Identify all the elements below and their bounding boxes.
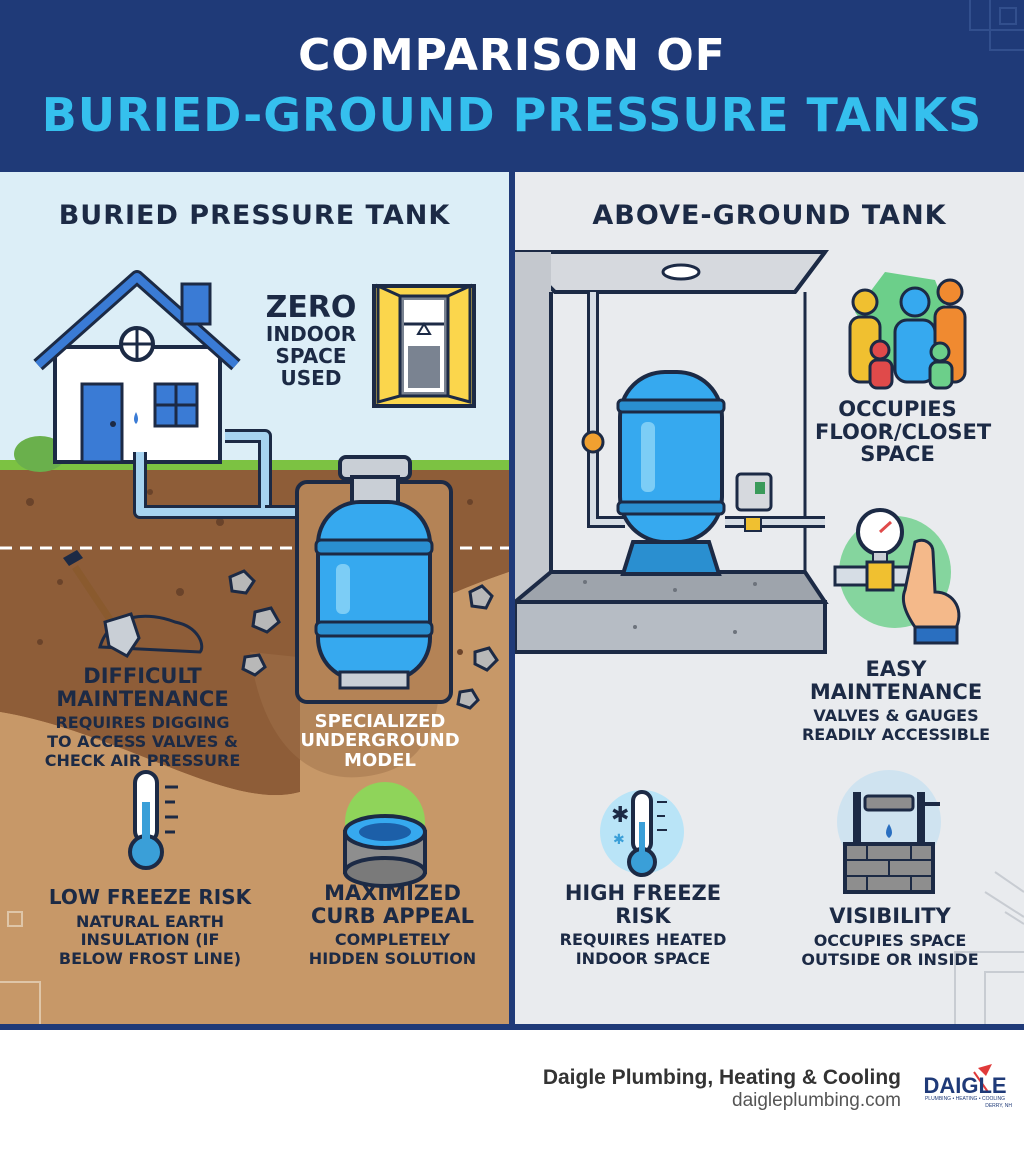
well-icon bbox=[837, 770, 941, 894]
thermometer-icon bbox=[128, 770, 178, 870]
above-ground-scene: ✱ ✱ bbox=[515, 250, 1024, 1025]
low-freeze-desc: BELOW FROST LINE) bbox=[58, 949, 242, 969]
header-banner bbox=[0, 0, 1024, 172]
zero-space-big: ZERO bbox=[265, 290, 357, 325]
specialized-line: MODEL bbox=[344, 749, 416, 771]
occupies-line: FLOOR/CLOSET bbox=[815, 419, 992, 444]
curb-title: MAXIMIZED bbox=[324, 881, 461, 905]
header-decor bbox=[969, 0, 1024, 51]
buried-tank-icon bbox=[314, 455, 434, 690]
high-freeze-label: HIGH FREEZE RISK REQUIRES HEATED INDOOR … bbox=[548, 882, 738, 969]
header-title-line1: COMPARISON OF bbox=[298, 30, 726, 81]
occupies-line: SPACE bbox=[860, 442, 935, 467]
easy-maintenance-label: EASY MAINTENANCE VALVES & GAUGES READILY… bbox=[790, 658, 1002, 745]
low-freeze-title: LOW FREEZE RISK bbox=[48, 885, 252, 909]
curb-cover-icon bbox=[343, 782, 427, 888]
high-freeze-title: RISK bbox=[615, 903, 671, 928]
zero-space-line: INDOOR bbox=[265, 322, 357, 347]
visibility-title: VISIBILITY bbox=[829, 904, 951, 928]
panel-divider bbox=[509, 172, 515, 1025]
house-icon bbox=[33, 270, 241, 464]
occupies-line: OCCUPIES bbox=[838, 397, 957, 421]
visibility-desc: OCCUPIES SPACE bbox=[813, 930, 967, 950]
difficult-maintenance-label: DIFFICULT MAINTENANCE REQUIRES DIGGING T… bbox=[10, 665, 275, 771]
daigle-logo bbox=[918, 1062, 1012, 1112]
low-freeze-desc: NATURAL EARTH bbox=[75, 911, 225, 931]
company-name: Daigle Plumbing, Heating & Cooling bbox=[542, 1066, 901, 1089]
easy-desc: READILY ACCESSIBLE bbox=[801, 725, 991, 745]
low-freeze-desc: INSULATION (IF bbox=[80, 930, 220, 950]
curb-title: CURB APPEAL bbox=[311, 903, 474, 928]
curb-desc: HIDDEN SOLUTION bbox=[308, 949, 477, 969]
logo-wordmark: DAIGLE bbox=[923, 1073, 1007, 1098]
high-freeze-title: HIGH FREEZE bbox=[564, 881, 722, 905]
easy-title: EASY bbox=[865, 657, 927, 681]
snow-thermometer-icon: ✱ ✱ bbox=[600, 790, 684, 877]
family-icon bbox=[848, 272, 967, 390]
buried-scene bbox=[0, 270, 509, 1025]
high-freeze-desc: INDOOR SPACE bbox=[575, 949, 711, 969]
above-ground-tank-icon bbox=[616, 370, 726, 576]
closet-icon bbox=[372, 283, 476, 408]
easy-desc: VALVES & GAUGES bbox=[813, 706, 979, 726]
difficult-desc: CHECK AIR PRESSURE bbox=[44, 751, 241, 771]
svg-text:✱: ✱ bbox=[613, 832, 625, 848]
difficult-title: DIFFICULT bbox=[83, 664, 202, 688]
svg-text:✱: ✱ bbox=[611, 803, 629, 828]
panel-bottom-rule bbox=[0, 1024, 1024, 1030]
difficult-title: MAINTENANCE bbox=[56, 686, 229, 711]
low-freeze-label: LOW FREEZE RISK NATURAL EARTH INSULATION… bbox=[20, 885, 280, 969]
difficult-desc: TO ACCESS VALVES & bbox=[47, 732, 238, 752]
curb-appeal-label: MAXIMIZED CURB APPEAL COMPLETELY HIDDEN … bbox=[290, 882, 495, 969]
zero-space-label: ZERO INDOOR SPACE USED bbox=[252, 290, 370, 390]
shovel-icon bbox=[63, 550, 204, 658]
company-url[interactable]: daigleplumbing.com bbox=[732, 1090, 901, 1111]
specialized-model-label: SPECIALIZED UNDERGROUND MODEL bbox=[285, 711, 475, 771]
specialized-line: SPECIALIZED bbox=[314, 711, 446, 732]
easy-title: MAINTENANCE bbox=[809, 679, 983, 704]
high-freeze-desc: REQUIRES HEATED bbox=[559, 930, 727, 950]
specialized-line: UNDERGROUND bbox=[300, 730, 460, 752]
zero-space-line: USED bbox=[280, 365, 342, 390]
above-ground-panel-title: ABOVE-GROUND TANK bbox=[592, 200, 947, 231]
difficult-desc: REQUIRES DIGGING bbox=[55, 713, 230, 733]
curb-desc: COMPLETELY bbox=[334, 930, 451, 950]
visibility-desc: OUTSIDE OR INSIDE bbox=[801, 949, 979, 969]
logo-location: DERRY, NH bbox=[985, 1103, 1012, 1109]
visibility-label: VISIBILITY OCCUPIES SPACE OUTSIDE OR INS… bbox=[790, 905, 990, 969]
logo-tagline: PLUMBING • HEATING • COOLING bbox=[924, 1096, 1006, 1102]
header-title-line2: BURIED-GROUND PRESSURE TANKS bbox=[41, 88, 983, 142]
gauge-hand-icon bbox=[833, 508, 961, 645]
zero-space-line: SPACE bbox=[275, 343, 347, 368]
buried-panel-title: BURIED PRESSURE TANK bbox=[58, 200, 451, 231]
occupies-space-label: OCCUPIES FLOOR/CLOSET SPACE bbox=[815, 397, 992, 467]
